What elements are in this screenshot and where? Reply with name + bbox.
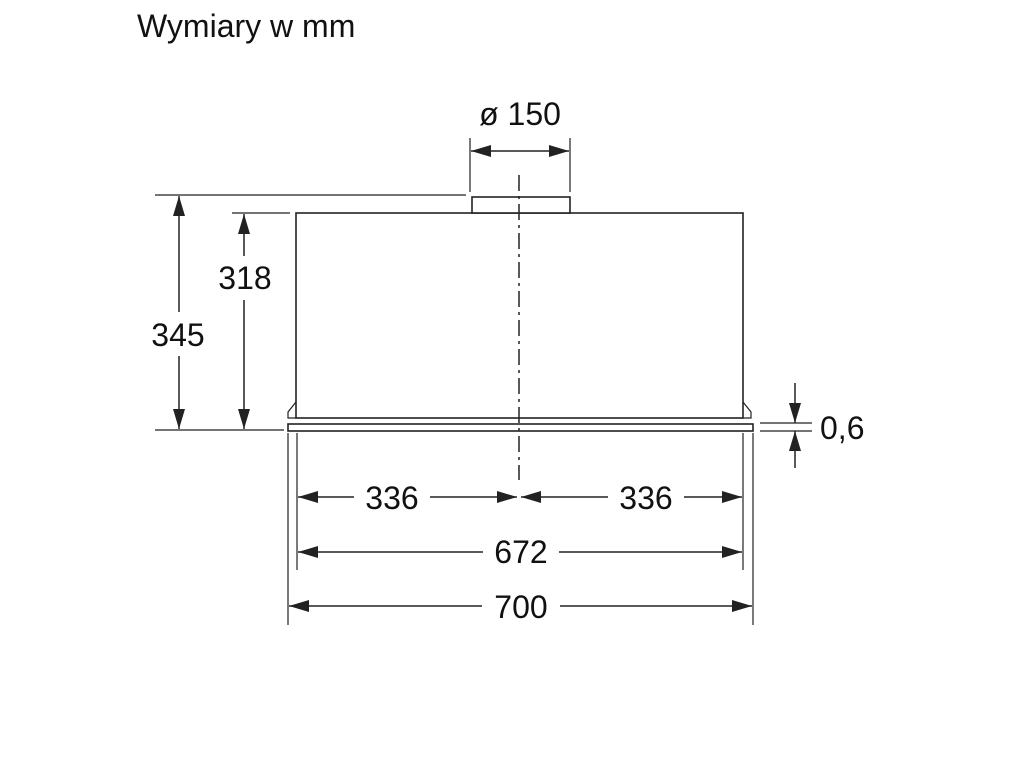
diagram-title: Wymiary w mm bbox=[137, 8, 356, 44]
half-width-right-label: 336 bbox=[619, 480, 672, 516]
half-width-left-label: 336 bbox=[365, 480, 418, 516]
body-height-label: 318 bbox=[218, 260, 271, 296]
body-width-label: 672 bbox=[494, 534, 547, 570]
duct-collar bbox=[471, 196, 571, 214]
right-bracket bbox=[742, 401, 752, 419]
rim-plate bbox=[287, 423, 754, 432]
left-bracket bbox=[287, 401, 297, 419]
total-width-label: 700 bbox=[494, 589, 547, 625]
duct-diameter-label: ø 150 bbox=[479, 96, 561, 132]
rim-thickness-label: 0,6 bbox=[820, 410, 864, 446]
total-height-label: 345 bbox=[151, 317, 204, 353]
